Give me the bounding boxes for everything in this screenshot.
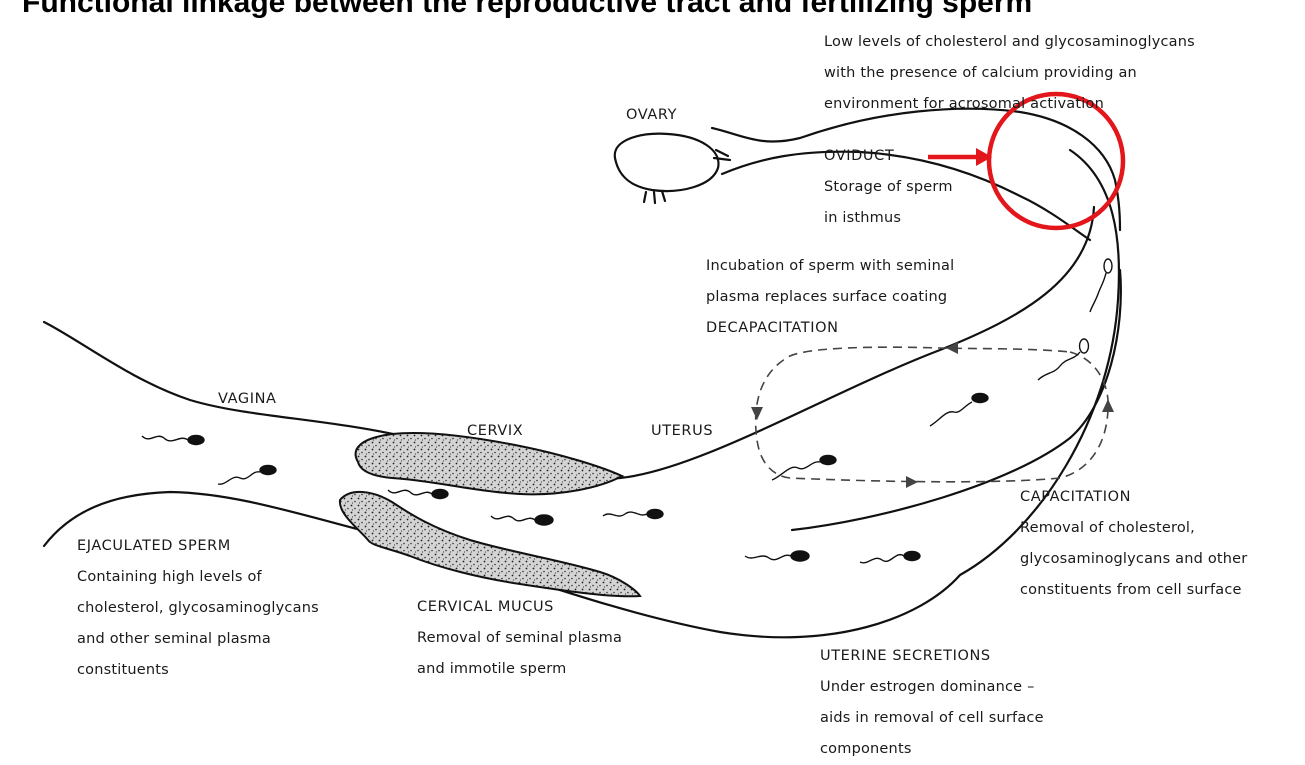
decapacitation-text-line: Incubation of sperm with seminal (706, 251, 954, 282)
sperm-cell (491, 515, 553, 525)
uterine-secretions-heading: UTERINE SECRETIONS (820, 641, 1044, 672)
acrosomal-note-line: environment for acrosomal activation (824, 89, 1195, 120)
sperm-cell (1090, 259, 1112, 312)
ejaculated-sperm-text-line: Containing high levels of (77, 562, 319, 593)
sperm-cell (1038, 339, 1089, 380)
oviduct-heading: OVIDUCT (824, 141, 953, 172)
decapacitation-loop (756, 347, 1109, 482)
loop-arrow-right (906, 476, 918, 488)
sperm-cell (388, 490, 448, 499)
loop-arrow-up (1102, 399, 1114, 412)
uterine-secretions-text-line: Under estrogen dominance – (820, 672, 1044, 703)
uterine-secretions-text-line: aids in removal of cell surface (820, 703, 1044, 734)
ovary-body (615, 134, 719, 191)
acrosomal-note-line: Low levels of cholesterol and glycosamin… (824, 27, 1195, 58)
cervical-mucus-heading: CERVICAL MUCUS (417, 592, 622, 623)
ovary-fimbria (644, 150, 730, 203)
cervical-mucus-plug (340, 492, 640, 596)
uterine-secretions-label: UTERINE SECRETIONS Under estrogen domina… (820, 641, 1044, 765)
sperm-cell (218, 466, 276, 485)
ejaculated-sperm-text-line: constituents (77, 655, 319, 686)
ejaculated-sperm-text-line: and other seminal plasma (77, 624, 319, 655)
cervical-mucus-text-line: Removal of seminal plasma (417, 623, 622, 654)
decapacitation-label: Incubation of sperm with seminal plasma … (706, 251, 954, 344)
capacitation-text-line: constituents from cell surface (1020, 575, 1247, 606)
sperm-cell (142, 436, 204, 445)
ovary-label: OVARY (626, 100, 677, 131)
oviduct-label: OVIDUCT Storage of sperm in isthmus (824, 141, 953, 234)
capacitation-text-line: Removal of cholesterol, (1020, 513, 1247, 544)
cervical-mucus-text-line: and immotile sperm (417, 654, 622, 685)
ejaculated-sperm-heading: EJACULATED SPERM (77, 531, 319, 562)
loop-arrow-down (751, 407, 763, 420)
capacitation-label: CAPACITATION Removal of cholesterol, gly… (1020, 482, 1247, 606)
decapacitation-heading: DECAPACITATION (706, 313, 954, 344)
sperm-cell (930, 394, 988, 427)
cervix-label: CERVIX (467, 416, 523, 447)
capacitation-heading: CAPACITATION (1020, 482, 1247, 513)
oviduct-text-line: in isthmus (824, 203, 953, 234)
cervical-mucus-label: CERVICAL MUCUS Removal of seminal plasma… (417, 592, 622, 685)
sperm-cell (860, 552, 920, 563)
capacitation-text-line: glycosaminoglycans and other (1020, 544, 1247, 575)
acrosomal-note-line: with the presence of calcium providing a… (824, 58, 1195, 89)
decapacitation-text-line: plasma replaces surface coating (706, 282, 954, 313)
ejaculated-sperm-label: EJACULATED SPERM Containing high levels … (77, 531, 319, 686)
oviduct-text-line: Storage of sperm (824, 172, 953, 203)
uterine-secretions-text-line: components (820, 734, 1044, 765)
uterus-label: UTERUS (651, 416, 713, 447)
vagina-label: VAGINA (218, 384, 277, 415)
acrosomal-note: Low levels of cholesterol and glycosamin… (824, 27, 1195, 120)
sperm-cell (603, 510, 663, 519)
sperm-cell (745, 551, 809, 561)
diagram-title: Functional linkage between the reproduct… (22, 0, 1032, 20)
ejaculated-sperm-text-line: cholesterol, glycosaminoglycans (77, 593, 319, 624)
